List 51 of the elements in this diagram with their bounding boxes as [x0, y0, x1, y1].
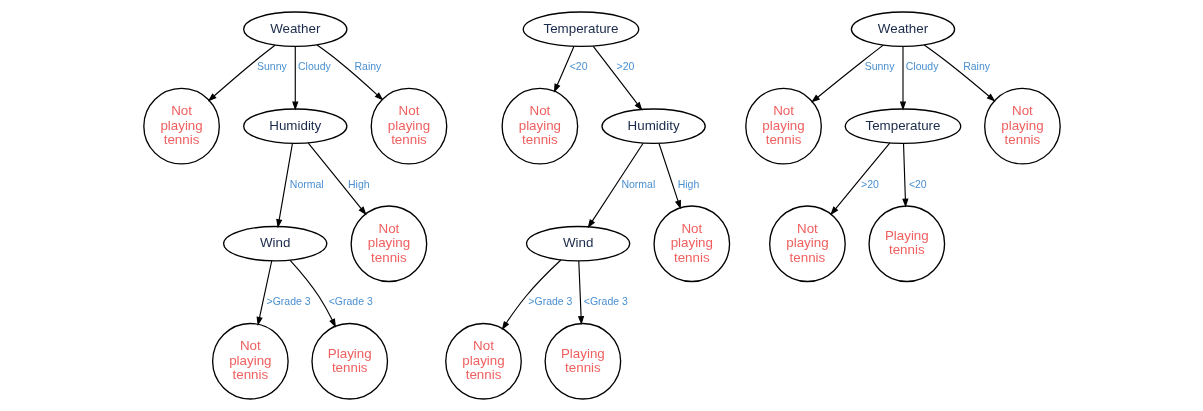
node-circle: Not playing tennis	[211, 322, 289, 400]
arrow	[275, 142, 293, 229]
edge-label: High	[347, 177, 370, 190]
edge-label: Sunny	[864, 60, 894, 73]
edge-label: >20	[616, 60, 634, 73]
edge-label: Normal	[620, 177, 655, 190]
node-circle: Not playing tennis	[370, 87, 447, 165]
arrow	[829, 142, 890, 216]
node-ellipse: Humidity	[600, 108, 706, 145]
edge-label: Sunny	[256, 60, 287, 73]
edge-label: <20	[569, 60, 587, 73]
node-ellipse: Weather	[850, 11, 955, 48]
arrow	[899, 46, 906, 111]
edge-label: <Grade 3	[328, 295, 373, 308]
edge-label: >Grade 3	[266, 295, 311, 308]
edge-label: <Grade 3	[583, 295, 628, 308]
node-ellipse: Humidity	[242, 108, 348, 145]
node-circle: Playing tennis	[867, 205, 945, 283]
arrow	[207, 44, 276, 102]
node-ellipse: Wind	[222, 225, 327, 262]
edge-label: <20	[908, 177, 927, 190]
edge-label: Cloudy	[905, 60, 938, 73]
node-ellipse: Wind	[525, 225, 630, 262]
edge-label: Cloudy	[297, 60, 331, 73]
edge-label: Normal	[289, 177, 324, 190]
node-circle: Playing tennis	[310, 322, 388, 400]
arrow	[923, 44, 995, 102]
arrow	[657, 142, 681, 210]
arrow	[577, 260, 584, 326]
arrow	[307, 142, 367, 216]
node-circle: Playing tennis	[544, 322, 621, 400]
arrow	[810, 44, 884, 103]
edge-label: High	[677, 177, 699, 190]
node-circle: Not playing tennis	[500, 87, 578, 165]
arrow	[256, 260, 272, 326]
arrow	[901, 142, 908, 208]
edge-label: Rainy	[962, 60, 990, 73]
edge-label: >20	[860, 177, 879, 190]
arrow	[501, 259, 561, 331]
edge-label: >Grade 3	[527, 295, 572, 308]
node-ellipse: Weather	[242, 11, 348, 48]
node-ellipse: Temperature	[522, 11, 639, 48]
node-ellipse: Temperature	[844, 108, 961, 145]
arrow	[316, 44, 383, 101]
arrow	[592, 45, 642, 111]
arrow	[587, 142, 644, 229]
arrow	[289, 259, 336, 328]
node-circle: Not playing tennis	[652, 205, 730, 283]
arrow	[291, 46, 298, 111]
edge-label: Rainy	[353, 60, 381, 73]
arrow	[553, 45, 575, 93]
